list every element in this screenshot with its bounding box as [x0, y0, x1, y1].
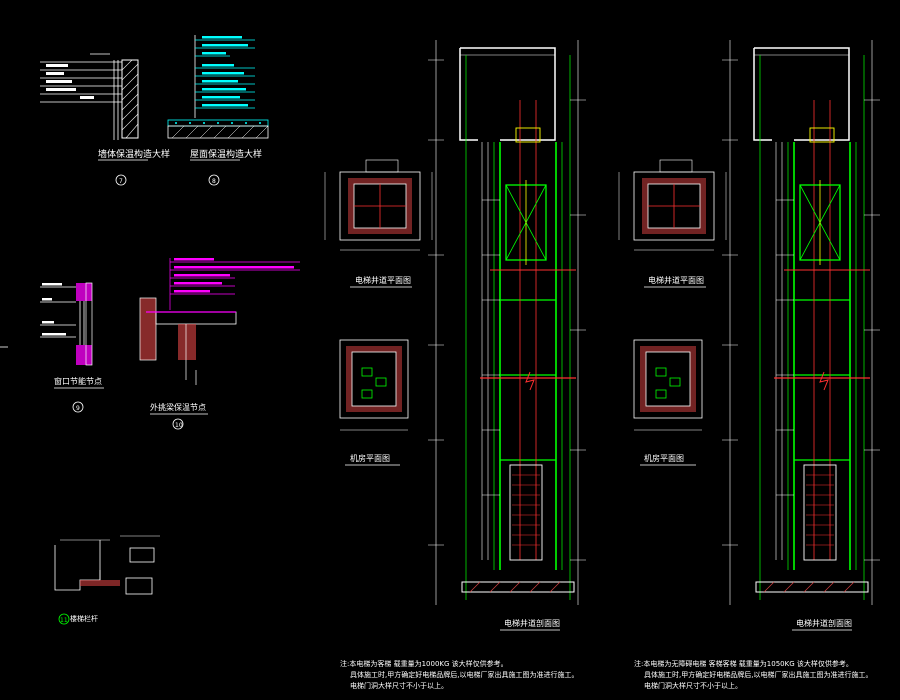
- elevator-b-notes: 注:本电梯为无障碍电梯 客梯客梯 载重量为1050KG 该大样仅供参考。 具体施…: [634, 659, 872, 690]
- elevator-a-section: 电梯井道剖面图: [428, 40, 586, 631]
- balcony-node-detail: 外挑梁保温节点 10: [139, 258, 300, 430]
- elevator-b-section: 电梯井道剖面图: [722, 40, 880, 631]
- elevator-b-pit-plan-title: 电梯井道平面图: [648, 275, 704, 285]
- elevator-b-machine-room-title: 机房平面图: [644, 453, 684, 463]
- elevator-b-note-1: 注:本电梯为无障碍电梯 客梯客梯 载重量为1050KG 该大样仅供参考。: [634, 659, 853, 668]
- balcony-node-title: 外挑梁保温节点: [150, 402, 206, 412]
- elevator-a-pit-plan-title: 电梯井道平面图: [355, 275, 411, 285]
- elevator-a-pit-plan: 电梯井道平面图: [324, 159, 433, 288]
- stair-node-num: 11: [60, 617, 68, 624]
- window-node-title: 窗口节能节点: [54, 376, 102, 386]
- window-node-detail: 窗口节能节点 9: [40, 282, 104, 413]
- elevator-b-pit-plan: 电梯井道平面图: [618, 159, 727, 288]
- window-node-num: 9: [76, 405, 80, 412]
- elevator-b-note-2: 具体施工时,甲方确定好电梯品牌后,以电梯厂家出具施工图为准进行施工。: [644, 670, 872, 679]
- roof-insulation-detail: 屋面保温构造大样 8: [167, 35, 269, 186]
- wall-insulation-num: 7: [119, 178, 123, 185]
- elevator-b-note-3: 电梯门洞大样尺寸不小于以上。: [644, 681, 742, 690]
- elevator-a-section-title: 电梯井道剖面图: [504, 618, 560, 628]
- elevator-a-note-3: 电梯门洞大样尺寸不小于以上。: [350, 681, 448, 690]
- stair-node-title: 楼梯栏杆: [70, 614, 98, 623]
- wall-insulation-title: 墙体保温构造大样: [98, 148, 170, 160]
- roof-insulation-title: 屋面保温构造大样: [190, 148, 262, 160]
- wall-insulation-detail: 墙体保温构造大样 7: [40, 53, 170, 186]
- elevator-b-machine-room: 机房平面图: [633, 339, 703, 466]
- elevator-a-note-1: 注:本电梯为客梯 载重量为1000KG 该大样仅供参考。: [340, 659, 508, 668]
- elevator-a-note-2: 具体施工时,甲方确定好电梯品牌后,以电梯厂家出具施工图为准进行施工。: [350, 670, 578, 679]
- elevator-a-machine-room-title: 机房平面图: [350, 453, 390, 463]
- elevator-a-machine-room: 机房平面图: [339, 339, 409, 466]
- elevator-b-section-title: 电梯井道剖面图: [796, 618, 852, 628]
- elevator-a-notes: 注:本电梯为客梯 载重量为1000KG 该大样仅供参考。 具体施工时,甲方确定好…: [340, 659, 578, 690]
- stair-node-detail: 楼梯栏杆 11: [54, 535, 160, 625]
- roof-insulation-num: 8: [212, 178, 216, 185]
- balcony-node-num: 10: [175, 422, 183, 429]
